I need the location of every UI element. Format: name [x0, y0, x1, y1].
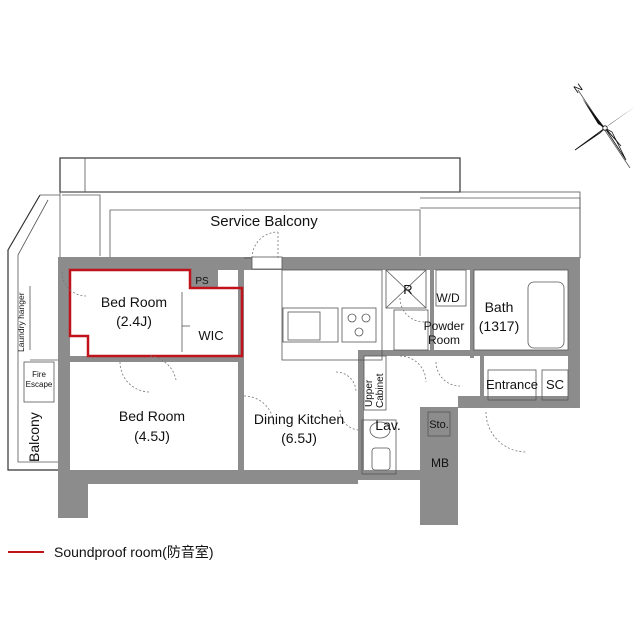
interior-lines — [23, 256, 569, 475]
dining-kitchen-size: (6.5J) — [281, 430, 317, 446]
compass-north-label: N — [572, 82, 585, 96]
upper-cabinet-label-line2: Cabinet — [375, 373, 386, 408]
bed-room-large-label: Bed Room — [119, 408, 185, 424]
laundry-hanger-label: Laundry hanger — [16, 292, 26, 352]
legend: Soundproof room(防音室) — [8, 542, 214, 562]
refrigerator-label: R — [403, 282, 412, 297]
compass-rose-icon — [574, 89, 636, 169]
storage-label: Sto. — [429, 419, 449, 431]
bed-room-small-label: Bed Room — [101, 294, 167, 310]
walls — [58, 257, 580, 525]
ps-label: PS — [195, 276, 209, 287]
bath-size-label: (1317) — [479, 318, 519, 334]
bed-room-large-size: (4.5J) — [134, 428, 170, 444]
upper-cabinet-label-line1: Upper — [364, 379, 375, 407]
bath-label: Bath — [485, 299, 514, 315]
service-balcony-label: Service Balcony — [210, 213, 318, 230]
dining-kitchen-label: Dining Kitchen — [254, 411, 344, 427]
balcony-label: Balcony — [26, 412, 42, 462]
legend-label: Soundproof room(防音室) — [54, 544, 214, 560]
fire-escape-label-line1: Fire — [32, 370, 46, 379]
meter-box-label: MB — [431, 456, 449, 470]
soundproof-room-outline — [68, 268, 244, 358]
powder-room-label-line2: Room — [428, 333, 460, 347]
fire-escape-label-line2: Escape — [26, 380, 53, 389]
wic-label: WIC — [198, 328, 223, 343]
door-swings — [61, 231, 527, 453]
powder-room-label-line1: Powder — [424, 319, 465, 333]
entrance-label: Entrance — [486, 377, 538, 392]
shoe-closet-label: SC — [546, 377, 564, 392]
lavatory-label: Lav. — [375, 417, 400, 433]
legend-swatch — [8, 551, 44, 553]
washer-dryer-label: W/D — [436, 291, 460, 305]
bed-room-small-size: (2.4J) — [116, 313, 152, 329]
